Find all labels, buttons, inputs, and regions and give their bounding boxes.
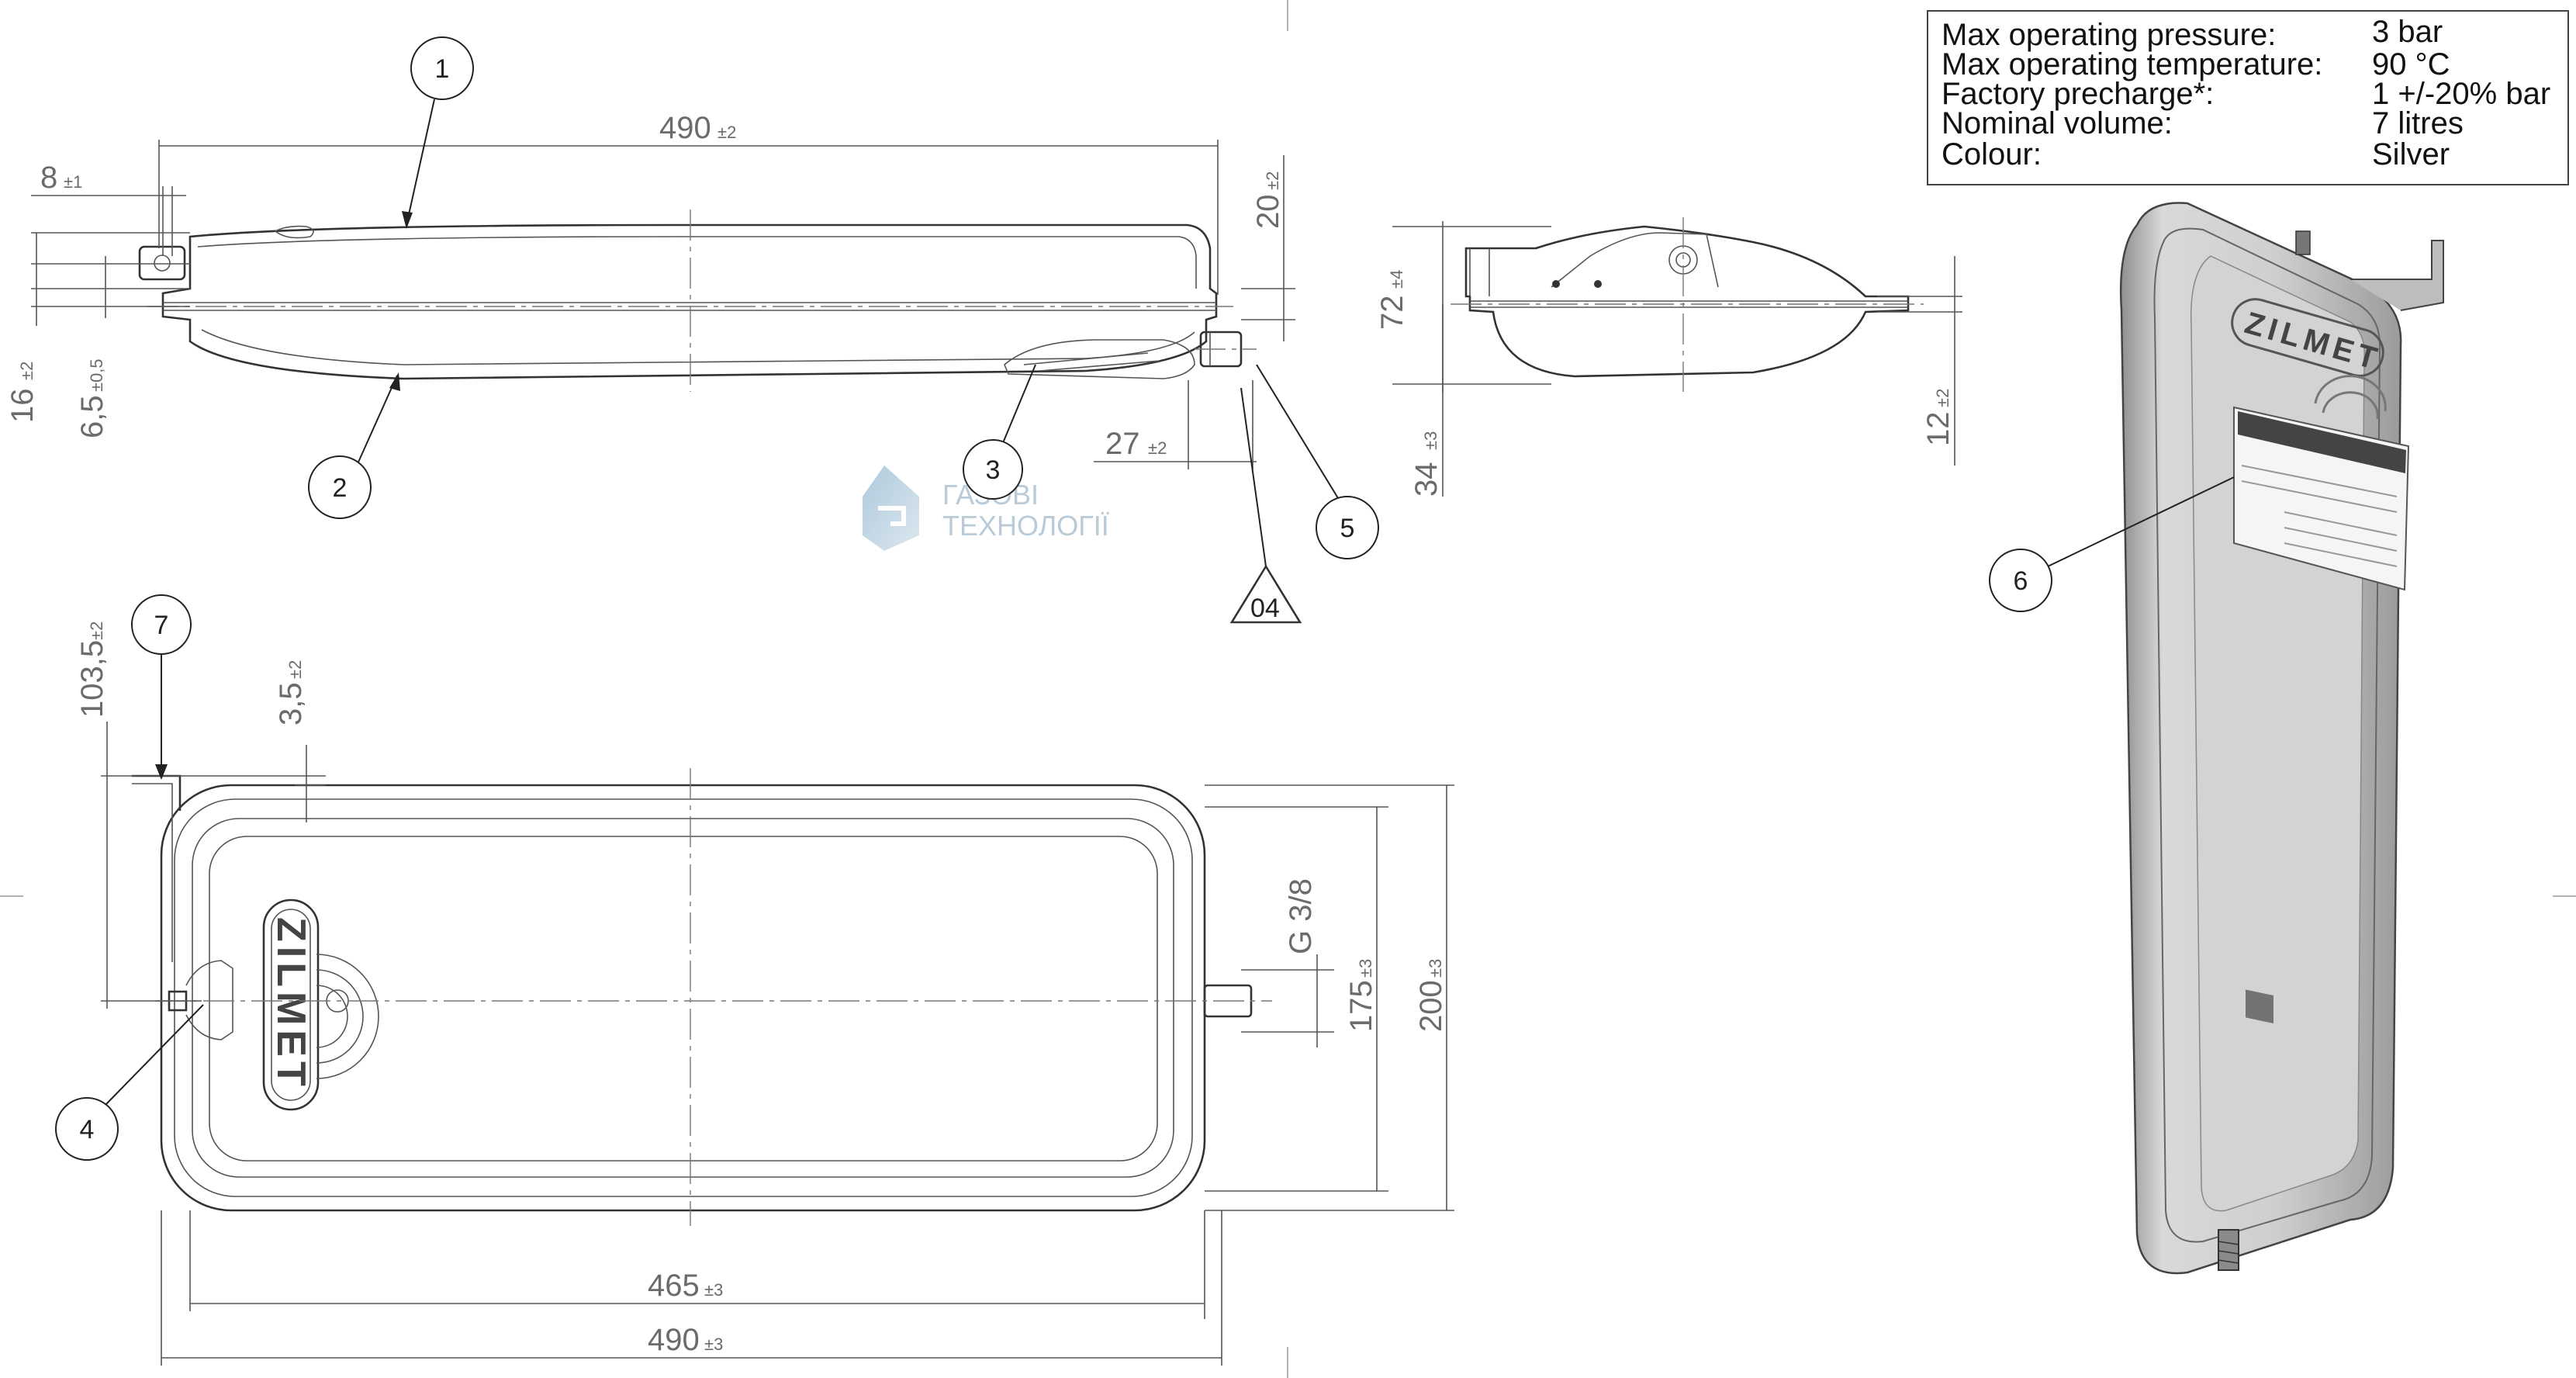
spec-value: Silver — [2372, 137, 2450, 171]
dim-width-200-tol: ±3 — [1426, 959, 1445, 978]
dim-height-65-tol: ±0,5 — [87, 358, 106, 392]
spec-label: Max operating pressure: — [1942, 18, 2276, 52]
side-view: 72 ±4 34 ±3 12 ±2 — [1375, 217, 1962, 497]
watermark-line2: ТЕХНОЛОГІЇ — [942, 510, 1109, 542]
dim-len-465-tol: ±3 — [704, 1280, 723, 1300]
dim-bracket-1035: 103,5 — [75, 640, 109, 718]
dim-len-490: 490 — [648, 1323, 700, 1357]
dim-side-12-tol: ±2 — [1933, 389, 1952, 407]
callout-1 — [410, 36, 474, 100]
callout-6-label: 6 — [2014, 566, 2028, 596]
spec-value: 3 bar — [2372, 15, 2443, 49]
dim-top-length: 490 — [659, 111, 711, 145]
dim-len-490-tol: ±3 — [704, 1335, 723, 1354]
spec-value: 1 +/-20% bar — [2372, 77, 2550, 111]
dim-side-34: 34 — [1409, 462, 1444, 497]
dim-side-12: 12 — [1921, 412, 1955, 447]
dim-bracket-35-tol: ±2 — [285, 660, 305, 679]
dim-side-72: 72 — [1375, 296, 1409, 331]
dim-27: 27 — [1105, 427, 1140, 461]
weld-symbol-label: 04 — [1250, 594, 1280, 623]
dim-height-20: 20 — [1251, 195, 1285, 230]
callout-1-label: 1 — [435, 54, 450, 84]
callout-3 — [963, 439, 1023, 500]
spec-label: Factory precharge*: — [1942, 77, 2214, 111]
callout-5-label: 5 — [1340, 514, 1355, 543]
dim-height-65: 6,5 — [75, 395, 109, 438]
callout-4 — [55, 1097, 119, 1161]
callout-7-label: 7 — [154, 611, 169, 640]
callout-balloons: 1 2 3 5 7 4 6 — [55, 36, 2235, 1161]
front-brand-logo: ZILMET — [268, 917, 313, 1091]
callout-2 — [308, 455, 372, 519]
callout-7 — [131, 594, 192, 655]
dim-offset-8-tol: ±1 — [64, 172, 82, 192]
dim-thread: G 3/8 — [1284, 878, 1318, 954]
spec-label: Colour: — [1942, 137, 2042, 171]
spec-label: Max operating temperature: — [1942, 47, 2322, 81]
callout-4-label: 4 — [80, 1115, 95, 1144]
dim-len-465: 465 — [648, 1269, 700, 1303]
spec-label: Nominal volume: — [1942, 106, 2173, 140]
dim-side-72-tol: ±4 — [1387, 270, 1406, 289]
callout-5 — [1316, 496, 1379, 559]
spec-table: Max operating pressure: 3 bar Max operat… — [1927, 10, 2569, 185]
dim-height-20-tol: ±2 — [1263, 171, 1282, 190]
top-view: 490 ±2 8 ±1 20 ±2 16 ±2 6,5 ±0,5 27 ±2 0… — [5, 111, 1302, 624]
dim-27-tol: ±2 — [1148, 438, 1167, 458]
dim-bracket-1035-tol: ±2 — [87, 621, 106, 640]
product-label — [2233, 406, 2410, 1024]
dim-width-200: 200 — [1414, 980, 1448, 1032]
dim-height-16-tol: ±2 — [17, 362, 36, 380]
dim-width-175: 175 — [1344, 980, 1378, 1032]
spec-value: 7 litres — [2372, 106, 2464, 140]
dim-offset-8: 8 — [40, 161, 57, 195]
callout-3-label: 3 — [986, 455, 1001, 485]
dim-width-175-tol: ±3 — [1356, 959, 1375, 978]
dim-top-length-tol: ±2 — [717, 123, 736, 142]
dim-side-34-tol: ±3 — [1421, 431, 1440, 450]
dim-bracket-35: 3,5 — [274, 682, 308, 725]
dim-height-16: 16 — [5, 389, 40, 424]
spec-value: 90 °C — [2372, 47, 2450, 81]
callout-2-label: 2 — [333, 473, 348, 503]
front-view: ZILMET 103,5 ±2 3,5 ±2 G 3/8 175 ±3 — [75, 621, 1454, 1366]
tank-3d-render: ZILMET — [2119, 202, 2444, 1275]
callout-6 — [1989, 549, 2052, 612]
watermark: ГАЗОВІ ТЕХНОЛОГІЇ — [863, 466, 1109, 551]
